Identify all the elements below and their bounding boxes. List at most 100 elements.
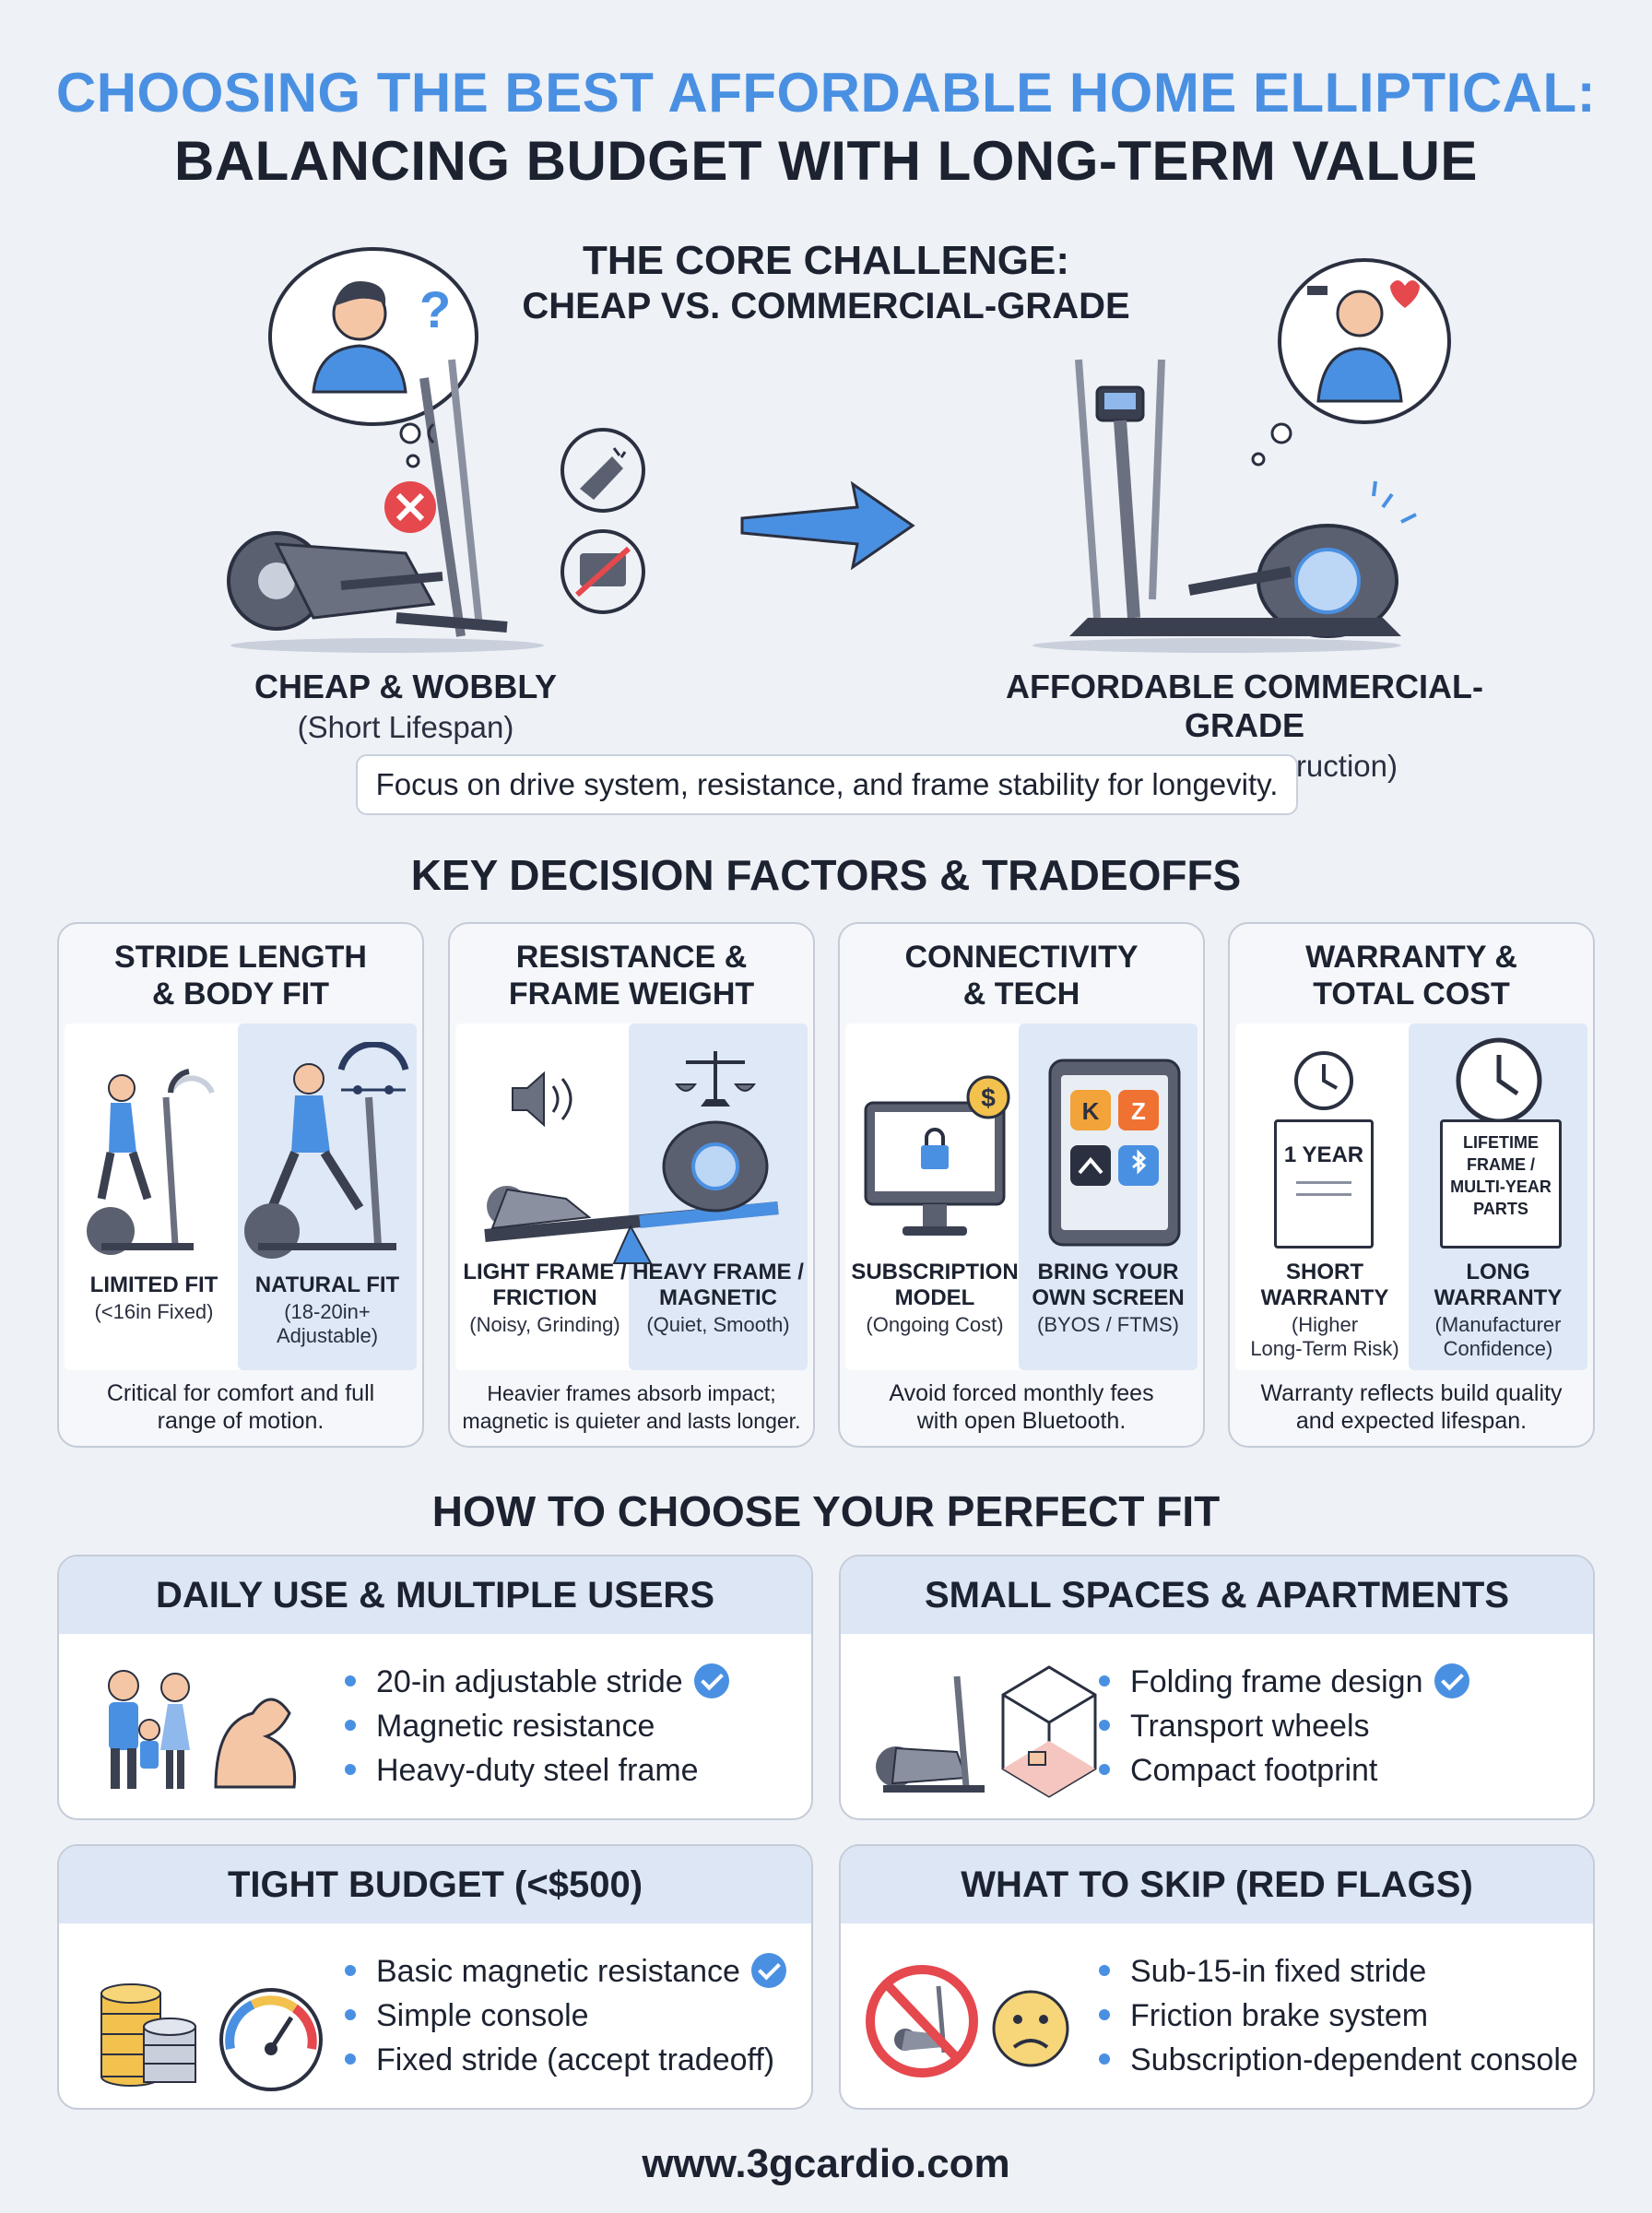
short-stride-user-icon <box>87 1069 215 1255</box>
svg-text:?: ? <box>419 280 451 338</box>
list-item: Compact footprint <box>1099 1748 1469 1793</box>
factor-card-note: Warranty reflects build quality and expe… <box>1260 1380 1563 1434</box>
factor-card-stride: STRIDE LENGTH & BODY FIT <box>57 922 424 1448</box>
sturdy-elliptical-icon <box>1032 359 1417 653</box>
option-right-label: BRING YOUR OWN SCREEN <box>1032 1260 1185 1310</box>
warranty-clocks <box>1294 1037 1542 1124</box>
list-item: 20-in adjustable stride <box>345 1660 729 1704</box>
option-right-sub: (BYOS / FTMS) <box>1037 1313 1179 1336</box>
seesaw-icon <box>484 1120 779 1264</box>
cheap-caption: CHEAP & WOBBLY (Short Lifespan) <box>203 668 608 745</box>
choose-card-small-spaces: SMALL SPACES & APARTMENTS Folding frame … <box>839 1555 1595 1820</box>
coin-stack-icon <box>100 1983 196 2087</box>
apartment-room-icon <box>1001 1665 1097 1798</box>
svg-text:$: $ <box>981 1083 996 1112</box>
factor-card-note: Heavier frames absorb impact; magnetic i… <box>462 1381 801 1433</box>
long-warranty-document-icon: LIFETIME FRAME / MULTI-YEAR PARTS <box>1440 1119 1562 1249</box>
speedometer-gauge-icon <box>219 1988 323 2091</box>
choose-card-daily-use: DAILY USE & MULTIPLE USERS 20-in adjusta… <box>57 1555 813 1820</box>
commercial-elliptical-illustration <box>1032 258 1451 653</box>
happy-person-thought-bubble-icon <box>1251 258 1451 467</box>
choose-list: Basic magnetic resistance Simple console… <box>345 1949 786 2082</box>
choose-card-title: TIGHT BUDGET (<$500) <box>59 1846 811 1923</box>
choose-card-title: SMALL SPACES & APARTMENTS <box>841 1556 1593 1634</box>
stride-illustration <box>87 1042 409 1259</box>
choose-card-title: WHAT TO SKIP (RED FLAGS) <box>841 1846 1593 1923</box>
list-item: Transport wheels <box>1099 1704 1469 1748</box>
factor-card-title: CONNECTIVITY & TECH <box>904 940 1139 1012</box>
checkmark-icon <box>1434 1663 1469 1699</box>
list-item: Heavy-duty steel frame <box>345 1748 729 1793</box>
list-item: Sub-15-in fixed stride <box>1099 1949 1578 1994</box>
budget-icons <box>100 1983 323 2091</box>
option-right-label: NATURAL FIT <box>254 1272 400 1297</box>
confused-person-thought-bubble-icon: ? <box>268 247 478 468</box>
short-warranty-document-icon: 1 YEAR <box>1274 1119 1374 1249</box>
small-clock-icon <box>1294 1051 1353 1110</box>
cheap-label: CHEAP & WOBBLY <box>254 668 558 705</box>
long-stride-user-icon <box>244 1042 409 1259</box>
focus-note: Focus on drive system, resistance, and f… <box>356 754 1298 815</box>
factor-card-note: Critical for comfort and full range of m… <box>106 1380 375 1434</box>
list-item: Magnetic resistance <box>345 1704 729 1748</box>
option-right-sub: (18-20in+ Adjustable) <box>276 1300 379 1347</box>
choose-heading: HOW TO CHOOSE YOUR PERFECT FIT <box>431 1487 1221 1535</box>
broken-part-icons <box>560 428 645 614</box>
title-line-2: BALANCING BUDGET WITH LONG-TERM VALUE <box>174 130 1478 192</box>
seesaw-illustration <box>484 1051 779 1264</box>
family-strength-icons <box>108 1670 297 1789</box>
option-right-label: HEAVY FRAME / MAGNETIC <box>632 1260 804 1310</box>
prohibited-elliptical-icon <box>866 1965 978 2077</box>
list-item: Fixed stride (accept tradeoff) <box>345 2038 786 2082</box>
option-left-sub: (<16in Fixed) <box>94 1300 214 1323</box>
commercial-label: AFFORDABLE COMMERCIAL-GRADE <box>1006 668 1483 744</box>
svg-text:Z: Z <box>1131 1097 1146 1125</box>
footer-website-link[interactable]: www.3gcardio.com <box>642 2141 1010 2186</box>
option-right-sub: (Quiet, Smooth) <box>646 1313 790 1336</box>
title-line-1: CHOOSING THE BEST AFFORDABLE HOME ELLIPT… <box>55 62 1597 124</box>
sad-face-icon <box>992 1990 1069 2067</box>
option-left-label: LIGHT FRAME / FRICTION <box>463 1260 627 1310</box>
cheap-elliptical-illustration: ? <box>227 247 544 653</box>
option-left-sub: (Ongoing Cost) <box>866 1313 1004 1336</box>
connectivity-illustration: $ K Z <box>864 1059 1181 1247</box>
factor-card-note: Avoid forced monthly fees with open Blue… <box>889 1380 1154 1434</box>
large-clock-icon <box>1456 1037 1542 1124</box>
checkmark-icon <box>693 1663 729 1699</box>
locked-monitor-icon <box>864 1101 1006 1236</box>
choose-list: Folding frame design Transport wheels Co… <box>1099 1660 1469 1793</box>
option-left-sub: (Noisy, Grinding) <box>469 1313 620 1336</box>
factors-heading: KEY DECISION FACTORS & TRADEOFFS <box>410 851 1242 899</box>
factor-card-title: RESISTANCE & FRAME WEIGHT <box>508 940 755 1012</box>
red-flag-icons <box>866 1965 1069 2077</box>
arrow-right-icon <box>740 480 915 571</box>
core-challenge-heading: THE CORE CHALLENGE: <box>583 238 1069 283</box>
wobbly-elliptical-icon <box>227 359 544 653</box>
factor-card-resistance: RESISTANCE & FRAME WEIGHT <box>448 922 815 1448</box>
checkmark-icon <box>750 1953 786 1989</box>
choose-card-red-flags: WHAT TO SKIP (RED FLAGS) Sub-15-in fixed… <box>839 1844 1595 2110</box>
option-left-label: SUBSCRIPTION MODEL <box>851 1260 1019 1310</box>
warning-x-icon <box>384 481 436 533</box>
option-left-label: SHORT WARRANTY <box>1260 1260 1389 1310</box>
list-item: Subscription-dependent console <box>1099 2038 1578 2082</box>
cheap-sub-label: (Short Lifespan) <box>297 710 514 744</box>
factor-card-title: WARRANTY & TOTAL COST <box>1305 940 1517 1012</box>
option-left-sub: (Higher Long-Term Risk) <box>1250 1313 1399 1360</box>
broken-console-icon <box>560 529 645 614</box>
option-right-sub: (Manufacturer Confidence) <box>1434 1313 1562 1360</box>
factor-card-title: STRIDE LENGTH & BODY FIT <box>114 940 367 1012</box>
choose-card-title: DAILY USE & MULTIPLE USERS <box>59 1556 811 1634</box>
factor-card-warranty: WARRANTY & TOTAL COST 1 YEAR LIFETIME FR… <box>1228 922 1595 1448</box>
flexed-arm-icon <box>214 1698 297 1789</box>
broken-pedal-icon <box>560 428 645 513</box>
svg-text:K: K <box>1082 1097 1100 1125</box>
tablet-apps-icon: K Z <box>1048 1059 1181 1247</box>
core-challenge-subheading: CHEAP VS. COMMERCIAL-GRADE <box>522 286 1130 326</box>
choose-list: 20-in adjustable stride Magnetic resista… <box>345 1660 729 1793</box>
choose-list: Sub-15-in fixed stride Friction brake sy… <box>1099 1949 1578 2082</box>
list-item: Friction brake system <box>1099 1994 1578 2038</box>
folding-elliptical-icon <box>876 1675 985 1793</box>
factor-card-connectivity: CONNECTIVITY & TECH $ <box>838 922 1205 1448</box>
option-left-label: LIMITED FIT <box>89 1272 218 1297</box>
